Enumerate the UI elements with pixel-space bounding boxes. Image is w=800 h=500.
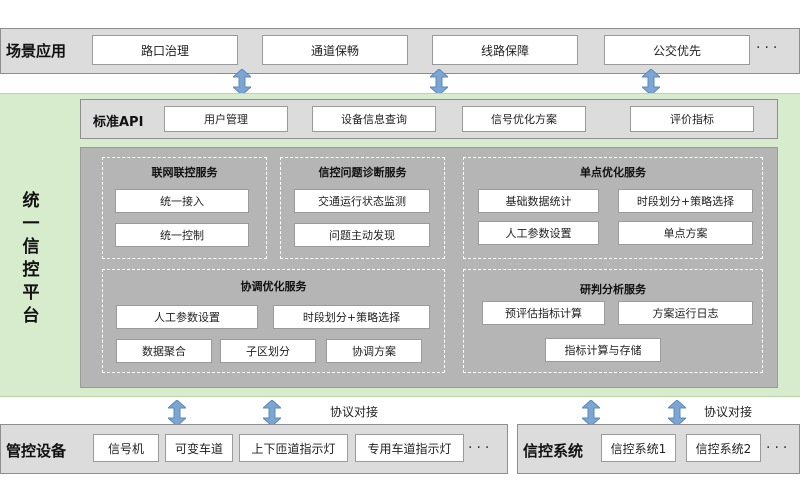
active-problem-discovery[interactable]: 问题主动发现 — [294, 223, 430, 247]
plan-run-log[interactable]: 方案运行日志 — [618, 301, 753, 325]
api-user-management[interactable]: 用户管理 — [164, 106, 288, 132]
group-single-title: 单点优化服务 — [580, 166, 646, 179]
subarea-division[interactable]: 子区划分 — [220, 339, 316, 363]
single-point-plan[interactable]: 单点方案 — [618, 221, 753, 245]
double-arrow-icon — [233, 69, 251, 95]
group-analysis-title: 研判分析服务 — [580, 283, 646, 296]
group-networked-title: 联网联控服务 — [151, 166, 218, 179]
unified-control[interactable]: 统一控制 — [115, 223, 249, 247]
signal-systems-more: ··· — [766, 440, 792, 456]
double-arrow-icon — [642, 69, 660, 95]
group-diagnosis-title: 信控问题诊断服务 — [318, 166, 407, 179]
double-arrow-icon — [168, 400, 186, 426]
double-arrow-icon — [582, 400, 600, 426]
double-arrow-icon — [668, 400, 686, 426]
coordination-plan[interactable]: 协调方案 — [326, 339, 422, 363]
group-analysis — [463, 269, 763, 373]
coord-manual-parameter[interactable]: 人工参数设置 — [116, 305, 258, 329]
period-division-strategy[interactable]: 时段划分+策略选择 — [618, 189, 753, 213]
group-coord-title: 协调优化服务 — [240, 280, 307, 293]
device-dedicated-lane-indicator[interactable]: 专用车道指示灯 — [355, 434, 464, 462]
signal-system-2[interactable]: 信控系统2 — [686, 434, 761, 462]
device-ramp-indicator[interactable]: 上下匝道指示灯 — [239, 434, 348, 462]
manual-parameter-setting[interactable]: 人工参数设置 — [478, 221, 599, 245]
scene-title: 场景应用 — [6, 42, 67, 60]
scene-item-intersection[interactable]: 路口治理 — [92, 35, 238, 65]
traffic-state-monitoring[interactable]: 交通运行状态监测 — [294, 189, 430, 213]
double-arrow-icon — [263, 400, 281, 426]
index-calc-storage[interactable]: 指标计算与存储 — [545, 338, 661, 362]
coord-period-strategy[interactable]: 时段划分+策略选择 — [273, 305, 430, 329]
api-signal-optimization[interactable]: 信号优化方案 — [462, 106, 586, 132]
api-title: 标准API — [93, 115, 144, 130]
api-device-info-query[interactable]: 设备信息查询 — [312, 106, 436, 132]
group-networked-control — [102, 157, 267, 259]
protocol-label-left: 协议对接 — [330, 405, 379, 419]
scene-item-route[interactable]: 线路保障 — [432, 35, 578, 65]
unified-access[interactable]: 统一接入 — [115, 189, 249, 213]
protocol-label-right: 协议对接 — [704, 405, 753, 419]
devices-title: 管控设备 — [6, 442, 67, 460]
data-aggregation[interactable]: 数据聚合 — [116, 339, 212, 363]
double-arrow-icon — [430, 69, 448, 95]
basic-data-statistics[interactable]: 基础数据统计 — [478, 189, 599, 213]
scene-item-corridor[interactable]: 通道保畅 — [262, 35, 408, 65]
device-signal-controller[interactable]: 信号机 — [93, 434, 159, 462]
signal-system-1[interactable]: 信控系统1 — [601, 434, 676, 462]
device-variable-lane[interactable]: 可变车道 — [165, 434, 233, 462]
group-single-point — [463, 157, 763, 259]
scene-item-bus-priority[interactable]: 公交优先 — [604, 35, 750, 65]
signal-systems-title: 信控系统 — [523, 442, 584, 460]
scene-more: ··· — [756, 40, 782, 56]
platform-title: 统一信控平台 — [22, 191, 40, 326]
pre-evaluation-calc[interactable]: 预评估指标计算 — [482, 301, 605, 325]
devices-more: ··· — [468, 440, 494, 456]
api-evaluation-index[interactable]: 评价指标 — [630, 106, 754, 132]
group-coordinated — [102, 269, 445, 373]
group-diagnosis — [280, 157, 445, 259]
